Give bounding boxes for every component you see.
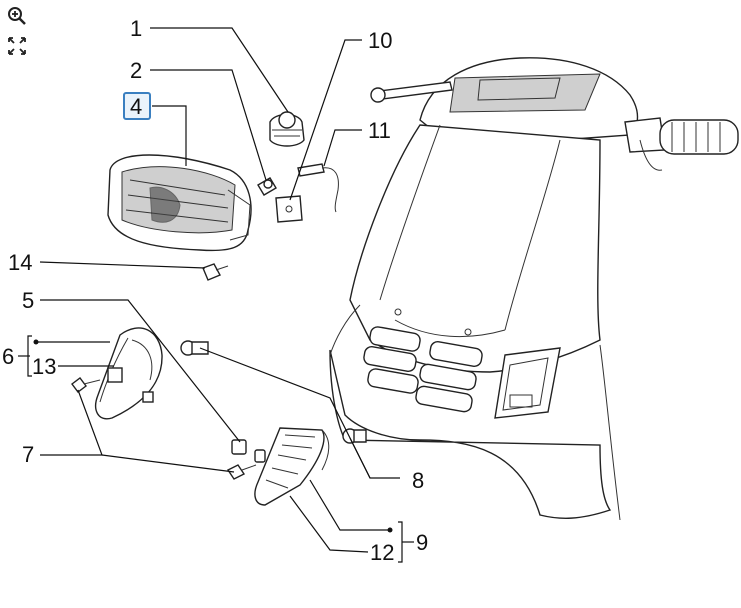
leader-lines bbox=[18, 27, 414, 563]
zoom-in-icon bbox=[8, 7, 26, 25]
left-screws[interactable] bbox=[71, 377, 257, 480]
callout-7[interactable]: 7 bbox=[22, 442, 34, 467]
zoom-in-button[interactable] bbox=[5, 4, 29, 28]
left-turn-indicator[interactable] bbox=[94, 327, 163, 420]
nut-part[interactable] bbox=[231, 439, 266, 463]
svg-text:14: 14 bbox=[8, 250, 32, 275]
callout-labels: 1 2 4 10 11 14 5 6 13 7 8 bbox=[2, 16, 428, 565]
svg-text:7: 7 bbox=[22, 442, 34, 467]
svg-text:6: 6 bbox=[2, 344, 14, 369]
callout-12[interactable]: 12 bbox=[370, 540, 394, 565]
svg-text:1: 1 bbox=[130, 16, 142, 41]
svg-text:2: 2 bbox=[130, 58, 142, 83]
callout-8[interactable]: 8 bbox=[412, 468, 424, 493]
screw-part[interactable] bbox=[202, 263, 229, 281]
callout-5[interactable]: 5 bbox=[22, 288, 34, 313]
callout-4-selected[interactable]: 4 bbox=[123, 92, 151, 120]
fullscreen-icon bbox=[8, 37, 26, 55]
callout-2[interactable]: 2 bbox=[130, 58, 142, 83]
svg-text:5: 5 bbox=[22, 288, 34, 313]
front-shield-drawing bbox=[329, 57, 739, 521]
callout-13[interactable]: 13 bbox=[32, 354, 56, 379]
svg-text:11: 11 bbox=[368, 118, 391, 143]
svg-text:9: 9 bbox=[416, 530, 428, 555]
svg-text:12: 12 bbox=[370, 540, 394, 565]
callout-10[interactable]: 10 bbox=[368, 28, 392, 53]
svg-text:13: 13 bbox=[32, 354, 56, 379]
headlight-assembly[interactable] bbox=[107, 154, 252, 252]
fullscreen-button[interactable] bbox=[5, 34, 29, 58]
callout-9[interactable]: 9 bbox=[416, 530, 428, 555]
svg-text:10: 10 bbox=[368, 28, 392, 53]
callout-14[interactable]: 14 bbox=[8, 250, 32, 275]
wired-bulb-part[interactable] bbox=[297, 163, 339, 213]
svg-text:4: 4 bbox=[130, 94, 142, 119]
selected-callout-box bbox=[123, 92, 151, 120]
viewer-toolbar bbox=[4, 4, 30, 58]
bulb-socket-part[interactable] bbox=[269, 111, 305, 147]
callout-6[interactable]: 6 bbox=[2, 344, 14, 369]
gasket-part[interactable] bbox=[275, 195, 303, 223]
right-turn-indicator[interactable] bbox=[254, 427, 330, 506]
small-bulb-part[interactable] bbox=[257, 177, 277, 196]
vent-slots bbox=[363, 326, 483, 413]
callout-1[interactable]: 1 bbox=[130, 16, 142, 41]
callout-11[interactable]: 11 bbox=[368, 118, 391, 143]
svg-text:8: 8 bbox=[412, 468, 424, 493]
indicator-bulbs[interactable] bbox=[180, 340, 367, 444]
